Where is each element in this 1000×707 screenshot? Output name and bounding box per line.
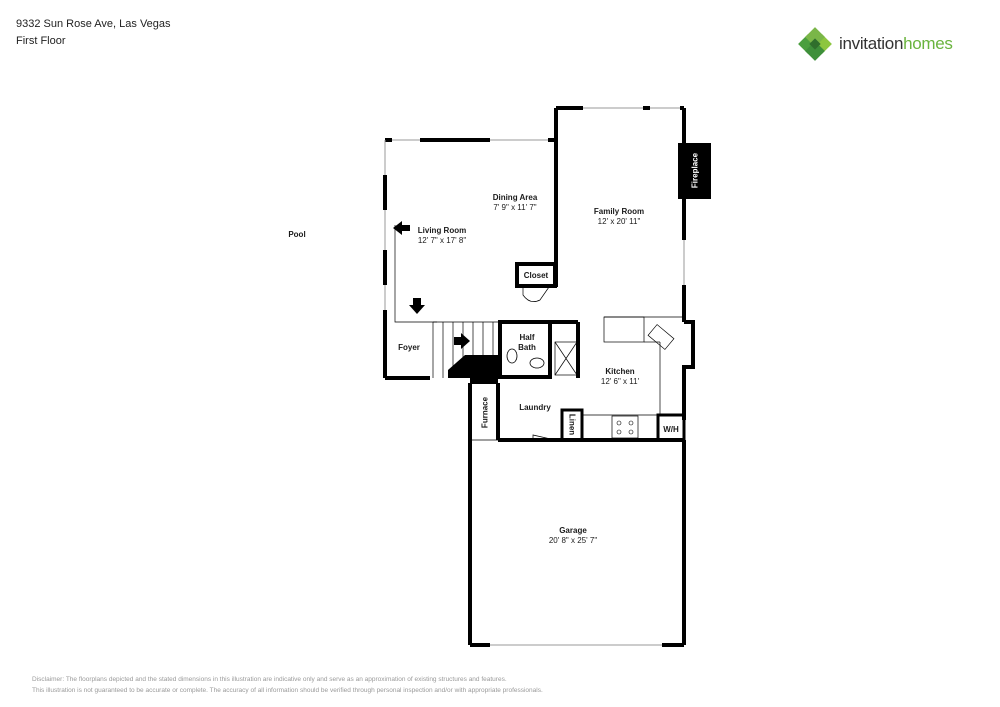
header: 9332 Sun Rose Ave, Las Vegas First Floor (16, 16, 171, 50)
disclaimer: Disclaimer: The floorplans depicted and … (32, 674, 543, 696)
stair-down-arrow-icon (409, 298, 425, 314)
furnace-label: Furnace (480, 396, 490, 429)
property-address: 9332 Sun Rose Ave, Las Vegas (16, 18, 171, 30)
disclaimer-line-1: Disclaimer: The floorplans depicted and … (32, 676, 507, 683)
foyer-label: Foyer (398, 343, 420, 352)
laundry-label: Laundry (519, 403, 551, 412)
water-heater-label: W/H (663, 425, 679, 434)
clover-diamond-icon (798, 27, 832, 61)
closet-label: Closet (523, 271, 549, 280)
brand-logo: invitationhomes (797, 26, 953, 62)
entry-arrow-icon (393, 221, 410, 235)
floor-label: First Floor (16, 35, 66, 47)
pool-label: Pool (288, 230, 306, 239)
linen-label: Linen (567, 413, 577, 436)
disclaimer-line-2: This illustration is not guaranteed to b… (32, 687, 543, 694)
stair-right-arrow-icon (454, 333, 470, 349)
brand-wordmark: invitationhomes (839, 34, 953, 53)
fireplace-label: Fireplace (690, 152, 700, 189)
